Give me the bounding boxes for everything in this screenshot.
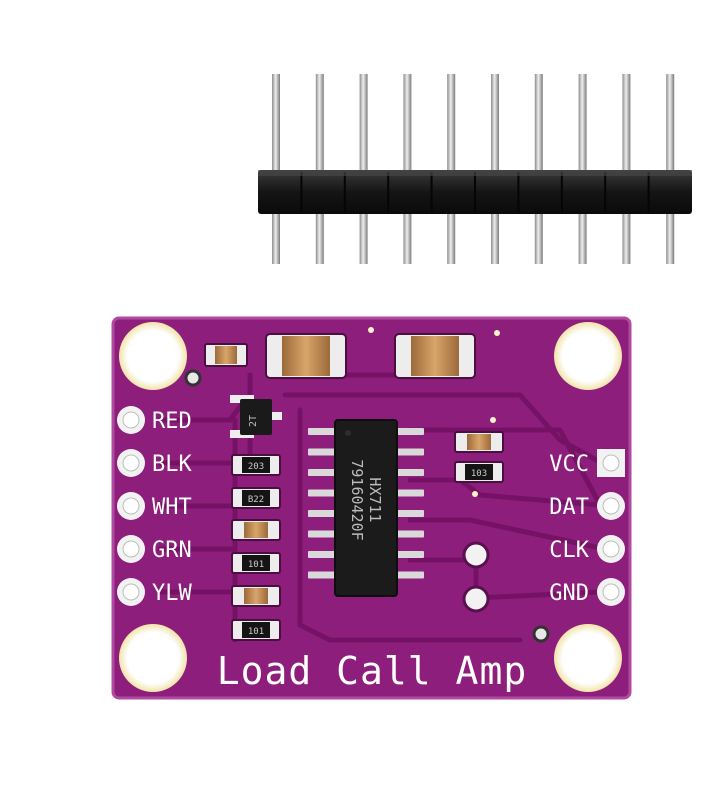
pin-label-vcc: VCC xyxy=(549,452,589,477)
pin-label-clk: CLK xyxy=(549,538,589,563)
pin-label-grn: GRN xyxy=(152,538,192,563)
pin-pad-gnd xyxy=(597,578,625,606)
transistor-marking: 2T xyxy=(248,415,259,427)
resistor-marking: 101 xyxy=(248,627,264,637)
resistor: B22 xyxy=(231,487,281,509)
chip-pin xyxy=(308,530,338,538)
header-pin xyxy=(491,74,499,264)
pin-pad-dat xyxy=(597,492,625,520)
mounting-holes xyxy=(119,322,622,692)
resistor: 101 xyxy=(231,619,281,641)
capacitor-small xyxy=(231,519,281,541)
mounting-hole-bottom-right xyxy=(554,624,622,692)
via xyxy=(368,327,374,333)
header-pin xyxy=(359,74,368,264)
resistor-marking: B22 xyxy=(248,495,264,505)
chip-pin xyxy=(308,489,338,497)
chip-marking-model: HX711 xyxy=(366,477,384,522)
pin-label-red: RED xyxy=(152,409,192,434)
pin-label-dat: DAT xyxy=(549,495,589,520)
board-title: Load Call Amp xyxy=(217,649,527,693)
resistor: 103 xyxy=(454,461,504,483)
capacitor-large-2 xyxy=(394,333,476,379)
capacitor-small xyxy=(231,585,281,607)
via xyxy=(494,330,500,336)
resistor-column: 203 B22 101 101 xyxy=(231,454,281,641)
board-edge-highlight xyxy=(111,316,632,700)
right-pin-labels: VCC DAT CLK GND xyxy=(549,452,589,606)
chip-pin xyxy=(394,510,424,517)
pcb-board: RED BLK WHT GRN YLW VCC DAT CLK GND xyxy=(111,316,632,700)
header-pin xyxy=(315,74,324,264)
copper-traces xyxy=(157,337,603,643)
chip-pin xyxy=(394,551,424,558)
via xyxy=(532,625,550,643)
pin-pad-red xyxy=(117,406,145,434)
chip-pin xyxy=(308,510,338,517)
header-pin xyxy=(403,74,412,264)
test-pad xyxy=(462,541,490,569)
capacitor-small xyxy=(454,431,504,453)
pin-pad-ylw xyxy=(117,578,145,606)
resistor-marking: 101 xyxy=(248,560,264,570)
chip-pin xyxy=(394,571,424,579)
chip-pin xyxy=(394,448,424,456)
resistor: 203 xyxy=(231,454,281,476)
pin-pad-grn xyxy=(117,535,145,563)
via xyxy=(490,417,496,423)
chip-pin xyxy=(308,551,338,558)
chip-pin xyxy=(308,571,338,579)
pin-label-gnd: GND xyxy=(549,581,589,606)
header-pin xyxy=(534,74,543,264)
pin-pad-blk xyxy=(117,449,145,477)
transistor: 2T xyxy=(230,395,282,438)
resistor-marking: 103 xyxy=(471,469,487,479)
left-pin-labels: RED BLK WHT GRN YLW xyxy=(152,409,192,606)
resistor-marking: 203 xyxy=(248,462,264,472)
chip-pin1-dot xyxy=(345,430,351,436)
chip-pin xyxy=(394,428,424,435)
pin-pad-wht xyxy=(117,492,145,520)
capacitor-small xyxy=(204,343,248,367)
header-pin xyxy=(578,74,587,264)
mounting-hole-bottom-left xyxy=(119,624,187,692)
mounting-hole-top-right xyxy=(554,322,622,390)
pin-label-ylw: YLW xyxy=(152,581,192,606)
pin-header xyxy=(258,74,692,264)
chip-marking-lot: 79160420F xyxy=(348,459,366,540)
capacitor-large-1 xyxy=(265,333,347,379)
chip-pin xyxy=(308,428,338,435)
pin-label-wht: WHT xyxy=(152,495,192,520)
resistor: 101 xyxy=(231,552,281,574)
chip-pin xyxy=(308,469,338,476)
via xyxy=(472,491,478,497)
header-plastic-block xyxy=(258,170,692,214)
chip-body xyxy=(334,419,398,597)
chip-pin xyxy=(394,469,424,476)
chip-pin xyxy=(394,530,424,538)
header-pin xyxy=(666,74,675,264)
vias xyxy=(184,327,550,643)
hx711-chip: HX711 79160420F xyxy=(308,419,424,597)
left-pin-pads xyxy=(117,406,145,606)
chip-pin xyxy=(308,448,338,456)
header-pin xyxy=(447,74,456,264)
header-pin xyxy=(622,74,631,264)
chip-pins-right xyxy=(394,428,424,579)
pin-pad-vcc xyxy=(597,449,625,477)
chip-pins-left xyxy=(308,428,338,579)
mounting-hole-top-left xyxy=(119,322,187,390)
pin-pad-clk xyxy=(597,535,625,563)
pin-label-blk: BLK xyxy=(152,452,192,477)
right-pin-pads xyxy=(597,449,625,606)
header-pin xyxy=(272,74,280,264)
test-pad xyxy=(462,585,490,613)
chip-pin xyxy=(394,489,424,497)
via xyxy=(184,369,202,387)
